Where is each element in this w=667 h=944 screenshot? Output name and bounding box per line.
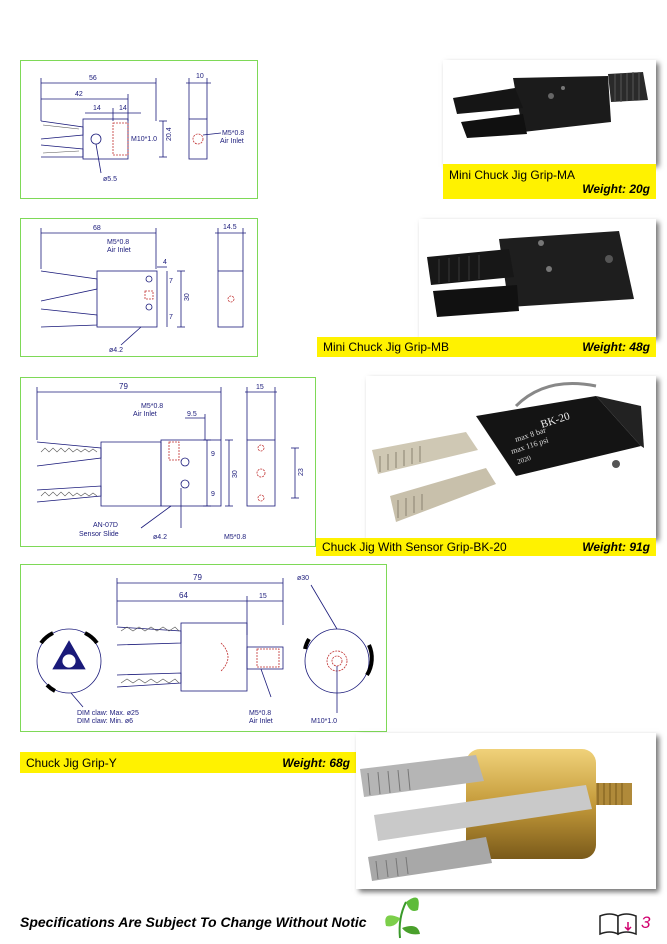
dim-text: 14: [93, 105, 101, 112]
dim-text: Air Inlet: [107, 247, 131, 254]
dim-text: 14: [119, 105, 127, 112]
dim-text: 15: [256, 384, 264, 391]
dim-text: 64: [179, 591, 188, 600]
dim-text: ø5.5: [103, 176, 117, 183]
dim-text: DIM claw: Min. ø6: [77, 718, 133, 725]
dim-text: 30: [184, 293, 191, 301]
dim-text: 23: [298, 468, 305, 476]
dim-text: 9: [211, 451, 215, 458]
label-grip-mb: Mini Chuck Jig Grip-MB Weight: 48g: [317, 337, 656, 357]
dim-text: 15: [259, 593, 267, 600]
product-weight: Weight: 68g: [282, 755, 350, 770]
dim-text: 79: [119, 382, 128, 391]
dim-text: M5*0.8: [141, 403, 163, 410]
label-grip-ma: Mini Chuck Jig Grip-MA Weight: 20g: [443, 164, 656, 199]
book-icon: [599, 913, 637, 936]
dim-text: M10*1.0: [311, 718, 337, 725]
dim-text: 7: [169, 314, 173, 321]
dim-text: 42: [75, 91, 83, 98]
dim-text: M5*0.8: [224, 534, 246, 541]
product-weight: Weight: 91g: [582, 540, 650, 554]
footer-notice: Specifications Are Subject To Change Wit…: [20, 914, 367, 930]
dim-text: 4: [163, 259, 167, 266]
dim-text: Air Inlet: [133, 411, 157, 418]
dim-text: M5*0.8: [249, 710, 271, 717]
dim-text: Sensor Slide: [79, 531, 119, 538]
dim-text: Air Inlet: [249, 718, 273, 725]
dim-text: 14.5: [223, 224, 237, 231]
page-number: 3: [641, 913, 651, 932]
drawing-grip-ma: 56 42 14 14 10 M10*1.0 20.4 M5*0.8 Air I…: [20, 60, 258, 199]
dim-text: M5*0.8: [222, 130, 244, 137]
drawing-grip-mb: 68 M5*0.8 Air Inlet 4 7 30 7 ø4.2 14.5: [20, 218, 258, 357]
product-name: Chuck Jig With Sensor Grip-BK-20: [322, 540, 507, 554]
dim-text: 9: [211, 491, 215, 498]
dim-text: 30: [232, 470, 239, 478]
photo-grip-mb: [419, 219, 656, 337]
drawing-grip-bk20: 79 M5*0.8 Air Inlet 9.5 9 30 9 15 23 AN-…: [20, 377, 316, 547]
label-grip-y: Chuck Jig Grip-Y Weight: 68g: [20, 752, 356, 773]
dim-text: 79: [193, 573, 202, 582]
product-weight: Weight: 48g: [582, 340, 650, 354]
product-name: Mini Chuck Jig Grip-MA: [449, 168, 576, 182]
product-name: Mini Chuck Jig Grip-MB: [323, 340, 450, 354]
label-grip-bk20: Chuck Jig With Sensor Grip-BK-20 Weight:…: [316, 538, 656, 556]
photo-grip-ma: [443, 60, 656, 164]
dim-text: ø30: [297, 575, 309, 582]
dim-text: M10*1.0: [131, 136, 157, 143]
leaf-icon: [385, 897, 420, 939]
dim-text: 56: [89, 75, 97, 82]
dim-text: AN-07D: [93, 522, 118, 529]
dim-text: Air Inlet: [220, 138, 244, 145]
dim-text: 10: [196, 73, 204, 80]
dim-text: 9.5: [187, 411, 197, 418]
product-weight: Weight: 20g: [582, 182, 650, 196]
dim-text: 7: [169, 278, 173, 285]
dim-text: ø4.2: [109, 347, 123, 354]
dim-text: 20.4: [166, 127, 173, 141]
photo-grip-bk20: BK-20 max 8 bar max 116 psi 2020: [366, 376, 656, 538]
dim-text: M5*0.8: [107, 239, 129, 246]
dim-text: ø4.2: [153, 534, 167, 541]
product-name: Chuck Jig Grip-Y: [26, 755, 117, 770]
dim-text: DIM claw: Max. ø25: [77, 710, 139, 717]
dim-text: 68: [93, 225, 101, 232]
drawing-grip-y: 79 64 15 ø30 DIM claw: Max. ø25 DIM claw…: [20, 564, 387, 732]
photo-grip-y: [356, 733, 656, 889]
